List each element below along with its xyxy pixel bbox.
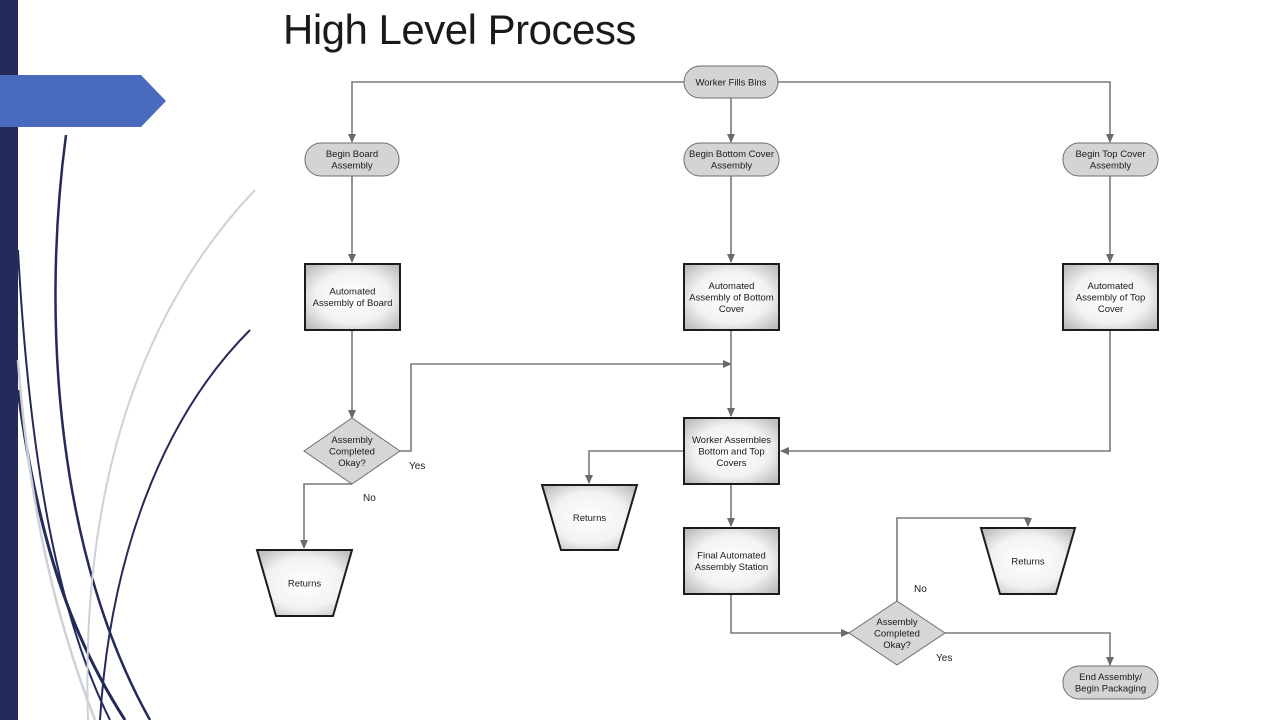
node-label-line: Assembly xyxy=(876,617,917,628)
node-label-line: Final Automated xyxy=(697,551,766,562)
node-label-line: Okay? xyxy=(883,640,910,651)
swirl-line xyxy=(86,189,256,720)
node-worker-fills-bins: Worker Fills Bins xyxy=(683,65,779,99)
edge-final-decision-no xyxy=(896,517,1032,601)
node-label-line: Worker Assembles xyxy=(692,435,771,446)
svg-text:Worker Fills Bins: Worker Fills Bins xyxy=(695,77,766,88)
svg-text:End Assembly/Begin Packaging: End Assembly/Begin Packaging xyxy=(1075,672,1146,695)
node-label-line: Automated xyxy=(709,281,755,292)
node-label-line: Completed xyxy=(329,446,375,457)
edges xyxy=(300,81,1114,666)
swirl-line xyxy=(54,134,152,720)
node-label-line: Worker Fills Bins xyxy=(695,77,766,88)
node-label-line: Assembly Station xyxy=(695,562,768,573)
edge-bins-to-top xyxy=(778,81,1114,143)
svg-text:Returns: Returns xyxy=(288,578,322,589)
edge-final-decision-yes xyxy=(945,632,1114,666)
edge-decision-no xyxy=(300,483,352,549)
node-end-assembly: End Assembly/Begin Packaging xyxy=(1062,665,1159,700)
node-label-line: Bottom and Top xyxy=(698,446,764,457)
edge-auto-top-to-worker xyxy=(780,331,1111,455)
node-label-line: Cover xyxy=(719,304,744,315)
node-returns-middle: Returns xyxy=(540,484,639,551)
svg-text:Returns: Returns xyxy=(1011,556,1045,567)
slide-title: High Level Process xyxy=(283,6,636,53)
svg-text:Returns: Returns xyxy=(573,513,607,524)
node-label-line: Assembly xyxy=(711,161,752,172)
node-label-line: Begin Bottom Cover xyxy=(689,149,774,160)
node-label-line: End Assembly/ xyxy=(1079,672,1142,683)
node-label-line: Assembly xyxy=(1090,161,1131,172)
edge-worker-to-returns xyxy=(585,450,684,484)
node-label-line: Assembly of Top xyxy=(1076,292,1146,303)
swirl-line xyxy=(17,249,111,720)
edge-label-final-yes: Yes xyxy=(936,653,952,664)
node-label-line: Automated xyxy=(330,287,376,298)
node-label-line: Assembly xyxy=(331,161,372,172)
left-navy-bar xyxy=(0,0,18,720)
edge-label-final-no: No xyxy=(914,584,927,595)
edge-bins-to-board xyxy=(348,81,684,143)
node-label-line: Cover xyxy=(1098,304,1123,315)
edge-decision-yes xyxy=(400,360,732,452)
node-returns-right: Returns xyxy=(979,527,1077,595)
node-label-line: Begin Packaging xyxy=(1075,684,1146,695)
swirl-line xyxy=(16,359,97,720)
node-label-line: Completed xyxy=(874,628,920,639)
node-label-line: Begin Top Cover xyxy=(1075,149,1145,160)
node-returns-left: Returns xyxy=(255,549,354,617)
edge-label-board-yes: Yes xyxy=(409,461,425,472)
node-label-line: Assembly of Board xyxy=(313,298,393,309)
node-label-line: Returns xyxy=(1011,556,1045,567)
node-label-line: Returns xyxy=(288,578,322,589)
node-label-line: Assembly of Bottom xyxy=(689,292,774,303)
edge-label-board-no: No xyxy=(363,493,376,504)
node-label-line: Covers xyxy=(716,458,746,469)
edge-final-to-decision xyxy=(730,595,850,637)
swirl-line xyxy=(99,329,251,720)
node-label-line: Okay? xyxy=(338,458,365,469)
node-label-line: Returns xyxy=(573,513,607,524)
node-label-line: Assembly xyxy=(331,435,372,446)
node-label-line: Automated xyxy=(1088,281,1134,292)
title-banner-arrow xyxy=(0,75,166,127)
node-label-line: Begin Board xyxy=(326,149,378,160)
